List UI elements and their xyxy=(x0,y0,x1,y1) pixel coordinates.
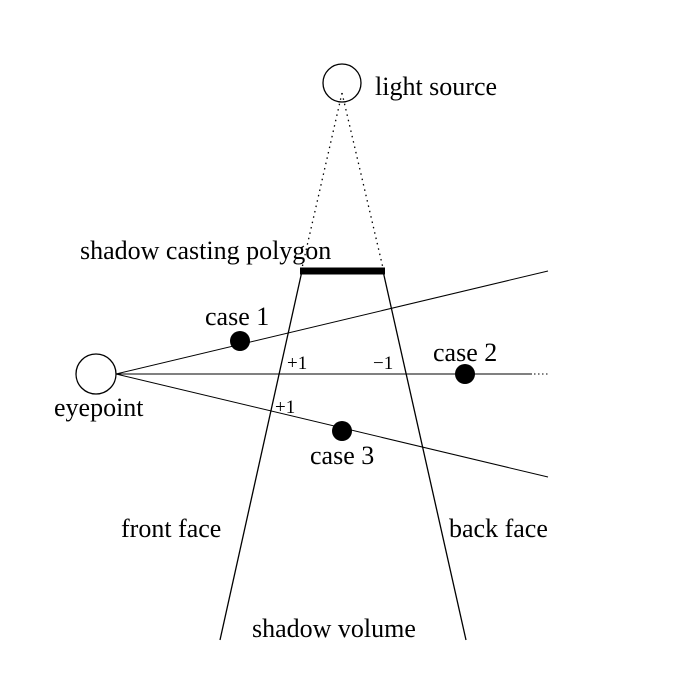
case-2-label: case 2 xyxy=(433,338,497,367)
view-ray-upper xyxy=(115,270,549,375)
case-2-point xyxy=(455,364,475,384)
case-1-label: case 1 xyxy=(205,302,269,331)
count-plus-1-upper-label: +1 xyxy=(287,353,307,374)
back-face-line xyxy=(382,270,467,641)
case-3-point xyxy=(332,421,352,441)
shadow-casting-polygon-label: shadow casting polygon xyxy=(80,236,331,265)
case-3-label: case 3 xyxy=(310,441,374,470)
eyepoint-label: eyepoint xyxy=(54,393,144,422)
view-ray-lower xyxy=(115,373,549,478)
eyepoint-circle xyxy=(75,353,117,395)
light-ray-right xyxy=(341,92,384,269)
count-plus-1-lower-label: +1 xyxy=(275,397,295,418)
count-minus-1-label: −1 xyxy=(373,353,393,374)
light-source-label: light source xyxy=(375,72,497,101)
case-1-point xyxy=(230,331,250,351)
shadow-volume-label: shadow volume xyxy=(252,614,416,643)
front-face-label: front face xyxy=(121,514,221,543)
back-face-label: back face xyxy=(449,514,548,543)
light-source-circle xyxy=(322,63,362,103)
light-ray-left xyxy=(301,92,343,269)
